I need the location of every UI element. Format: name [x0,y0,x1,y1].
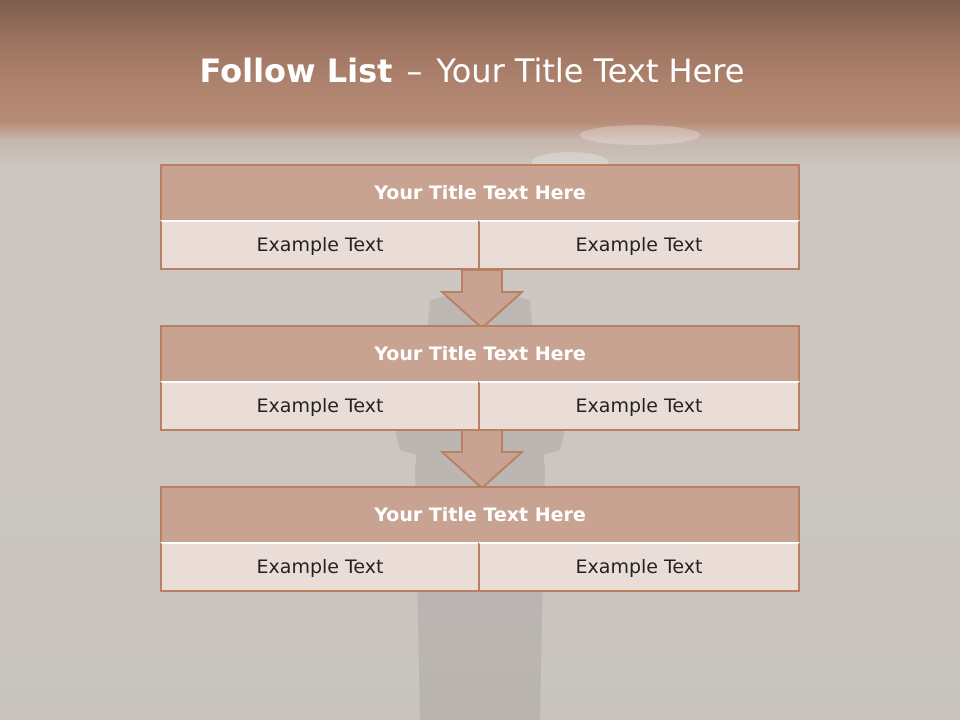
follow-block-1: Your Title Text Here Example Text Exampl… [160,164,800,270]
block-text-right: Example Text [478,381,800,431]
block-text-right: Example Text [478,220,800,270]
block-text-left: Example Text [160,381,480,431]
block-title: Your Title Text Here [160,486,800,544]
slide-title: Follow List–Your Title Text Here [0,52,944,90]
block-title: Your Title Text Here [160,325,800,383]
title-rest-part: Your Title Text Here [436,52,745,90]
down-arrow-icon [440,430,524,490]
title-bold-part: Follow List [199,52,393,90]
block-text-left: Example Text [160,542,480,592]
follow-block-2: Your Title Text Here Example Text Exampl… [160,325,800,431]
title-separator: – [406,52,423,90]
block-text-left: Example Text [160,220,480,270]
block-text-right: Example Text [478,542,800,592]
block-title: Your Title Text Here [160,164,800,222]
follow-block-3: Your Title Text Here Example Text Exampl… [160,486,800,592]
down-arrow-icon [440,270,524,330]
